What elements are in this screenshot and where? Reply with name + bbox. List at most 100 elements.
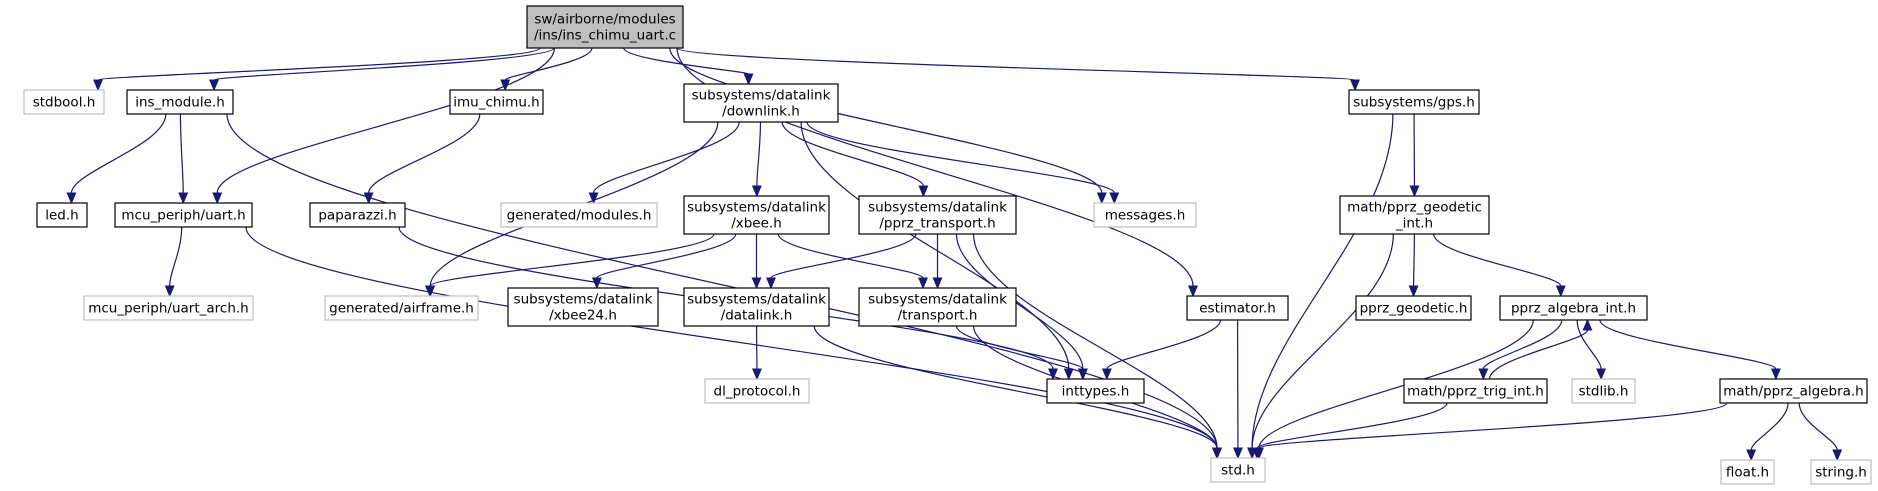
edge-line <box>179 113 184 194</box>
edge-arrowhead <box>766 277 776 290</box>
node-label: subsystems/datalink <box>692 88 831 104</box>
node-label: sw/airborne/modules <box>534 12 675 28</box>
edge-algebra-to-string <box>1798 402 1843 462</box>
node-algebra_int[interactable]: pprz_algebra_int.h <box>1499 295 1648 321</box>
node-label: ins_module.h <box>135 95 225 111</box>
edge-arrowhead <box>424 285 435 298</box>
node-imu_chimu[interactable]: imu_chimu.h <box>449 89 544 115</box>
edge-line <box>756 121 762 187</box>
node-geodetic_int[interactable]: math/pprz_geodetic_int.h <box>1339 195 1490 235</box>
edge-line <box>169 226 183 287</box>
edge-line <box>1258 319 1534 449</box>
edge-line <box>368 113 481 194</box>
node-label: std.h <box>1221 463 1255 479</box>
node-inttypes[interactable]: inttypes.h <box>1046 378 1145 404</box>
edge-gps-to-std <box>1247 113 1394 460</box>
node-estimator[interactable]: estimator.h <box>1186 295 1289 321</box>
edge-imu_chimu-to-paparazzi <box>363 113 481 205</box>
node-box <box>1339 195 1490 235</box>
edge-line <box>216 47 556 194</box>
edge-algebra_int-to-stdlib <box>1576 319 1607 381</box>
edge-line <box>1488 329 1589 380</box>
edge-line <box>70 113 167 194</box>
node-xbee[interactable]: subsystems/datalink/xbee.h <box>683 195 830 235</box>
edge-line <box>806 121 1115 194</box>
node-box <box>1403 378 1548 404</box>
node-box <box>683 195 830 235</box>
edge-root-to-imu_chimu <box>500 47 593 92</box>
edge-downlink-to-messages <box>806 121 1120 205</box>
edge-downlink-to-pprz_transport <box>781 121 929 198</box>
node-box <box>1720 459 1775 485</box>
edge-line <box>1750 402 1789 451</box>
node-downlink[interactable]: subsystems/datalink/downlink.h <box>683 83 839 123</box>
edge-algebra-to-std <box>1254 402 1728 460</box>
edge-xbee-to-xbee24 <box>591 233 737 290</box>
node-box <box>1348 89 1480 115</box>
node-label: /datalink.h <box>721 308 793 324</box>
node-transport[interactable]: subsystems/datalink/transport.h <box>858 287 1017 327</box>
edge-line <box>1258 402 1728 449</box>
node-xbee24[interactable]: subsystems/datalink/xbee24.h <box>507 287 659 327</box>
edge-arrowhead <box>1770 368 1781 381</box>
edge-arrowhead <box>918 277 928 290</box>
node-box <box>683 83 839 123</box>
node-label: subsystems/datalink <box>868 200 1007 216</box>
edge-trig_int-to-std <box>1252 402 1448 460</box>
node-root[interactable]: sw/airborne/modules/ins/ins_chimu_uart.c <box>526 5 684 49</box>
node-box <box>1186 295 1289 321</box>
node-pprz_transport[interactable]: subsystems/datalink/pprz_transport.h <box>858 195 1017 235</box>
node-label: mcu_periph/uart.h <box>121 208 245 224</box>
node-led[interactable]: led.h <box>36 202 88 228</box>
node-algebra[interactable]: math/pprz_algebra.h <box>1719 378 1868 404</box>
node-trig_int[interactable]: math/pprz_trig_int.h <box>1403 378 1548 404</box>
edge-line <box>504 47 593 81</box>
edge-trig_int-to-algebra_int <box>1488 318 1593 380</box>
node-float: float.h <box>1720 459 1775 485</box>
node-box <box>324 295 479 321</box>
node-box <box>1355 295 1472 321</box>
edge-arrowhead <box>178 192 189 205</box>
node-label: subsystems/datalink <box>687 200 826 216</box>
node-label: math/pprz_algebra.h <box>1723 384 1863 400</box>
edge-line <box>1412 233 1415 287</box>
node-pprz_geodetic[interactable]: pprz_geodetic.h <box>1355 295 1472 321</box>
node-label: led.h <box>45 208 78 224</box>
node-label: pprz_geodetic.h <box>1360 301 1468 317</box>
edge-arrowhead <box>1096 192 1107 205</box>
node-datalink[interactable]: subsystems/datalink/datalink.h <box>683 287 830 327</box>
node-box <box>1719 378 1868 404</box>
edge-arrowhead <box>212 192 223 205</box>
edge-line <box>592 121 740 194</box>
node-ins_module[interactable]: ins_module.h <box>126 89 234 115</box>
edge-downlink-to-gen_modules <box>588 121 740 205</box>
node-label: /downlink.h <box>722 104 800 120</box>
node-label: paparazzi.h <box>318 208 396 224</box>
edge-arrowhead <box>1101 368 1112 381</box>
edge-line <box>972 233 1218 449</box>
edge-arrowhead <box>1212 447 1222 460</box>
edge-downlink-to-inttypes <box>800 121 1074 381</box>
node-label: imu_chimu.h <box>453 95 540 111</box>
edge-arrowhead <box>743 73 754 86</box>
node-paparazzi[interactable]: paparazzi.h <box>309 202 406 228</box>
edge-uart-to-uart_arch <box>164 226 183 298</box>
node-box <box>1210 457 1266 483</box>
edge-line <box>1251 233 1394 449</box>
edge-algebra_int-to-trig_int <box>1478 319 1563 381</box>
edge-datalink-to-dl_protocol <box>752 325 762 381</box>
node-messages: messages.h <box>1093 202 1197 228</box>
node-uart[interactable]: mcu_periph/uart.h <box>114 202 253 228</box>
node-gen_modules: generated/modules.h <box>500 202 658 228</box>
node-label: generated/airframe.h <box>329 301 474 317</box>
node-std: std.h <box>1210 457 1266 483</box>
edge-line <box>245 226 1218 449</box>
edge-line <box>429 233 715 287</box>
edge-root-to-uart <box>212 47 556 205</box>
edge-arrowhead <box>1478 368 1489 381</box>
node-gps[interactable]: subsystems/gps.h <box>1348 89 1480 115</box>
node-box <box>449 89 544 115</box>
edge-geodetic_int-to-algebra_int <box>1432 233 1566 298</box>
node-label: inttypes.h <box>1062 384 1130 400</box>
